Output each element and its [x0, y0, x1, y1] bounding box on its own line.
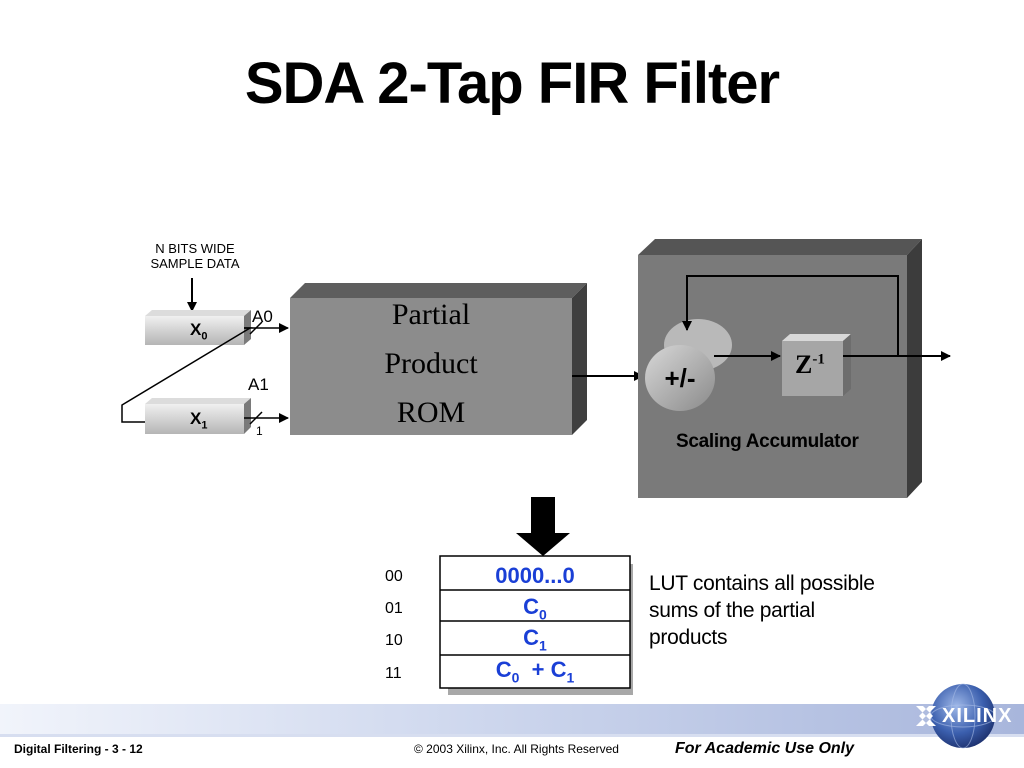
a1-slash	[249, 411, 263, 425]
input-note-line-1: N BITS WIDE	[155, 241, 235, 256]
delay-base: Z	[795, 350, 813, 379]
lut-cell-3-a-sub: 0	[511, 669, 520, 686]
lut-cell-3-b-base: C	[550, 657, 567, 682]
lut-cell-2-sub: 1	[539, 637, 547, 654]
delay-box	[782, 334, 851, 396]
logo-text: XILINX	[942, 705, 1013, 727]
lut-cell-3-a-base: C	[495, 657, 512, 682]
down-arrow	[516, 497, 570, 556]
register-x1-name: X	[190, 409, 202, 428]
lut-cell-1: C0	[440, 592, 630, 629]
footer-academic-note: For Academic Use Only	[675, 740, 855, 757]
accumulator-label: Scaling Accumulator	[676, 431, 859, 452]
xilinx-logo-icon	[916, 683, 996, 749]
lut-cell-3-b-sub: 1	[566, 669, 575, 686]
adder-label: +/-	[664, 363, 696, 393]
rom-line-1: Partial	[391, 298, 471, 331]
lut-note-line-3: products	[649, 626, 728, 649]
lut-cell-3: C0 + C1	[440, 655, 630, 692]
slide-title: SDA 2-Tap FIR Filter	[244, 51, 780, 116]
footer-slide-number: Digital Filtering - 3 - 12	[14, 742, 143, 756]
register-x0	[145, 310, 251, 345]
rom-line-2: Product	[384, 347, 478, 380]
footer-copyright: © 2003 Xilinx, Inc. All Rights Reserved	[414, 742, 619, 756]
lut-cell-0: 0000...0	[495, 563, 575, 588]
register-x0-label: X0	[190, 320, 207, 342]
register-x1-sub: 1	[201, 419, 208, 432]
a0-label: A0	[252, 307, 273, 326]
footer-stripe	[0, 734, 1024, 737]
input-note: N BITS WIDE SAMPLE DATA	[130, 241, 260, 271]
a0-slash	[249, 321, 263, 335]
register-x0-name: X	[190, 320, 202, 339]
delay-label: Z-1	[795, 350, 825, 380]
lut-cell-3-op: +	[531, 657, 545, 682]
delay-exp: -1	[812, 351, 825, 368]
register-x1-label: X1	[190, 409, 207, 431]
lut-cell-1-sub: 0	[539, 606, 547, 623]
lut-address-11: 11	[385, 665, 402, 682]
rom-label: Partial Product ROM	[290, 290, 572, 437]
adder-shape	[645, 319, 732, 411]
lut-cell-1-base: C	[523, 594, 540, 619]
lut-note: LUT contains all possible sums of the pa…	[649, 570, 875, 651]
rom-line-3: ROM	[396, 396, 466, 429]
rom-block	[290, 283, 587, 435]
register-x0-sub: 0	[201, 330, 208, 343]
input-note-line-2: SAMPLE DATA	[150, 256, 240, 271]
lut-table	[439, 555, 633, 695]
register-x1	[145, 398, 251, 434]
bus-width-label: 1	[256, 424, 263, 438]
lut-address-10: 10	[385, 632, 403, 649]
lut-address-00: 00	[385, 568, 403, 585]
lut-note-line-1: LUT contains all possible	[649, 572, 875, 595]
lut-cell-2: C1	[440, 623, 630, 660]
footer-banner	[0, 704, 1024, 734]
lut-address-01: 01	[385, 600, 403, 617]
lut-cell-2-base: C	[523, 625, 540, 650]
lut-note-line-2: sums of the partial	[649, 599, 815, 622]
a1-label: A1	[248, 375, 269, 394]
